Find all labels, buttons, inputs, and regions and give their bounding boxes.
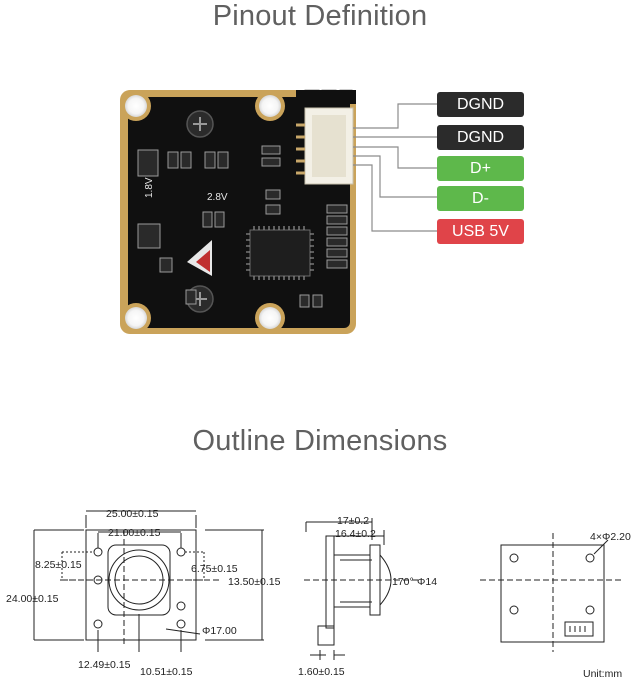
pinout-title: Pinout Definition [212, 0, 428, 32]
dim-back-holes: 4×Φ2.20 [590, 531, 631, 543]
dim-front-bottom-left: 12.49±0.15 [78, 659, 131, 671]
outline-title: Outline Dimensions [192, 425, 448, 457]
dim-front-bottom-right: 10.51±0.15 [140, 666, 193, 678]
dim-front-height: 24.00±0.15 [6, 593, 59, 605]
dim-side-fov: 170° [392, 576, 414, 588]
dim-front-width-outer: 25.00±0.15 [106, 508, 159, 520]
silk-1v8: 1.8V [144, 177, 155, 198]
dim-side-depth: 17±0.2 [337, 515, 369, 527]
pin-label-dgnd-2: DGND [437, 125, 524, 150]
dim-side-depth2: 16.4±0.2 [335, 528, 376, 540]
main-ic [249, 229, 311, 277]
dim-front-lens: Φ17.00 [202, 625, 237, 637]
dim-front-center: 13.50±0.15 [228, 576, 281, 588]
dim-side-thickness: 1.60±0.15 [298, 666, 345, 678]
mounting-holes [121, 91, 285, 333]
pin-label-dplus: D+ [437, 156, 524, 181]
silk-2v8: 2.8V [207, 192, 228, 203]
back-view [480, 533, 624, 652]
dim-side-lens: Φ14 [417, 576, 437, 588]
unit-label: Unit:mm [583, 668, 622, 680]
pin-label-usb5v: USB 5V [437, 219, 524, 244]
pin-wires [353, 103, 437, 232]
dim-front-left-hole: 8.25±0.15 [35, 559, 82, 571]
pin-label-dgnd-1: DGND [437, 92, 524, 117]
pin-label-dminus: D- [437, 186, 524, 211]
dim-front-width-holes: 21.00±0.15 [108, 527, 161, 539]
side-view [304, 518, 418, 660]
dim-front-right-hole: 6.75±0.15 [191, 563, 238, 575]
